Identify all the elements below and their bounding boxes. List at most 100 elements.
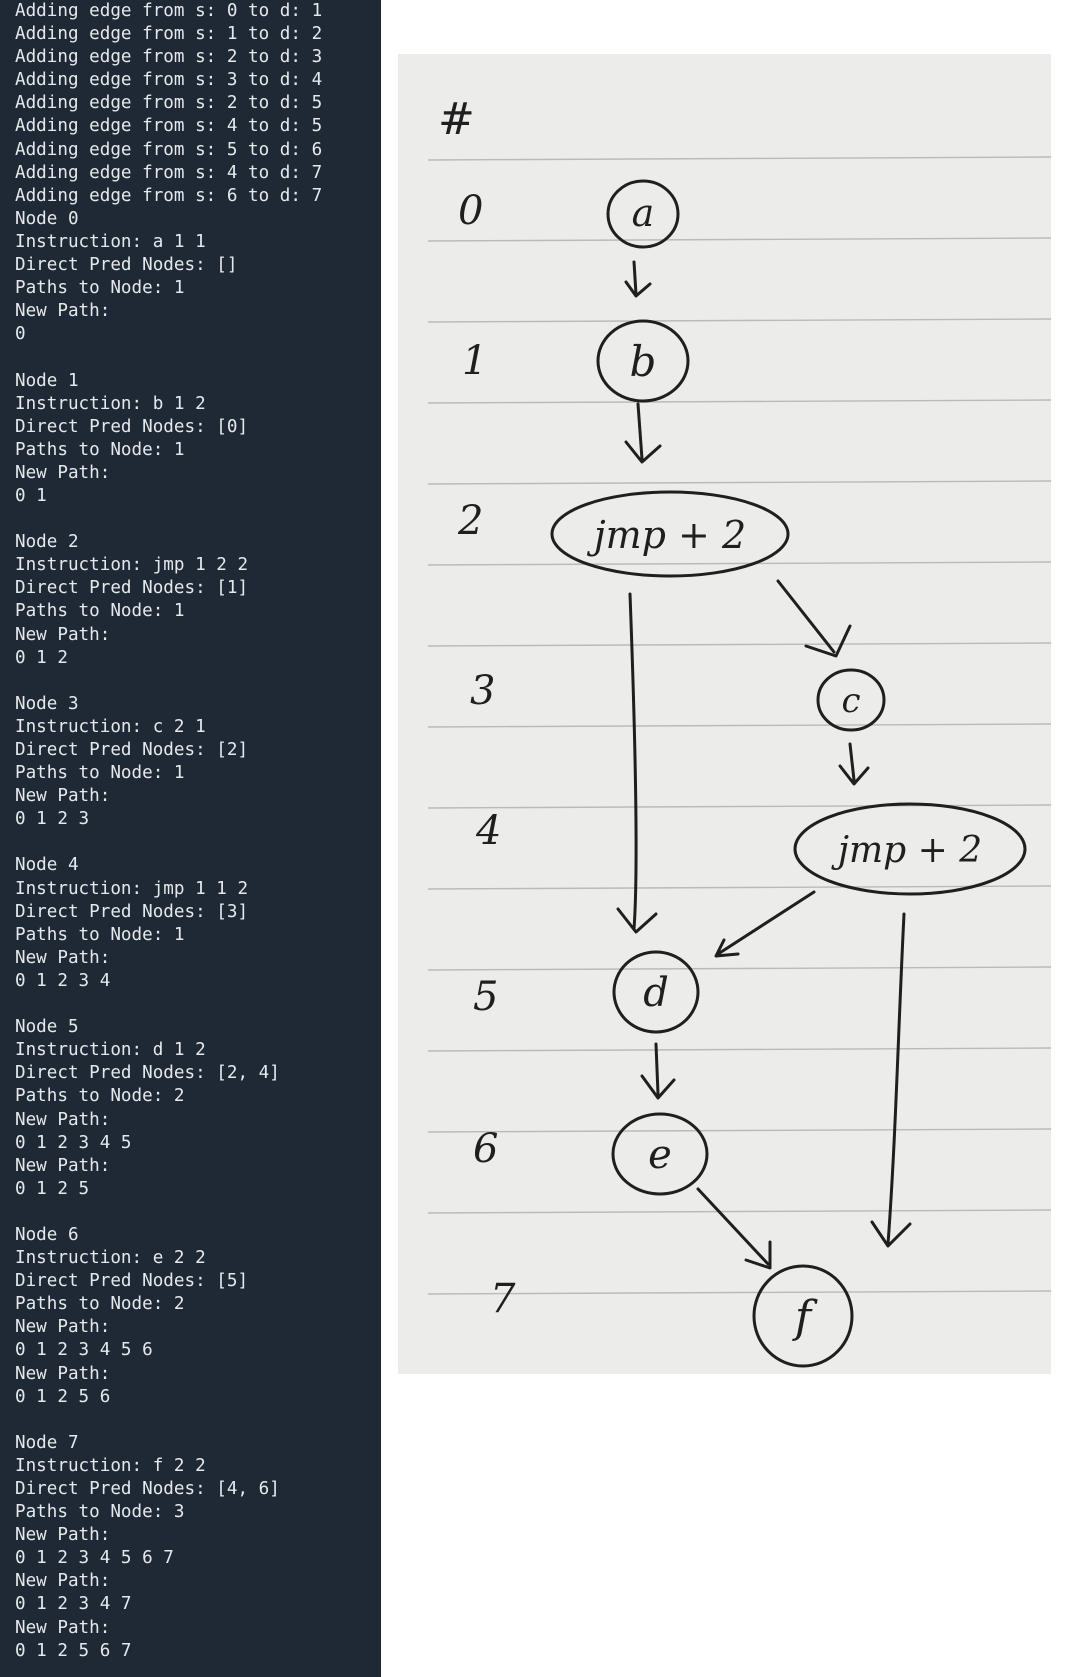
terminal-line [15, 831, 381, 854]
terminal-line: Instruction: e 2 2 [15, 1248, 206, 1269]
row-number: 6 [473, 1126, 498, 1172]
terminal-line: Paths to Node: 1 [15, 763, 185, 784]
node-label: d [643, 970, 669, 1016]
row-number: 2 [457, 498, 483, 544]
node-jmp-4: jmp + 2 [793, 802, 1027, 896]
terminal-line: New Path: [15, 1363, 111, 1384]
terminal-line [15, 1201, 381, 1224]
row-number: 1 [462, 338, 487, 384]
row-number: 0 [458, 188, 483, 234]
terminal-line: New Path: [15, 947, 111, 968]
handwritten-graph-photo: # 0 1 2 3 4 5 6 7 a b jmp + 2 [398, 54, 1051, 1374]
terminal-line: 0 1 2 3 4 [15, 970, 111, 991]
node-b: b [596, 319, 690, 403]
terminal-line: New Path: [15, 1525, 111, 1546]
terminal-line: 0 1 2 3 4 5 6 7 [15, 1548, 174, 1569]
node-c: c [816, 668, 886, 732]
terminal-line: Direct Pred Nodes: [4, 6] [15, 1479, 280, 1499]
terminal-line: Instruction: jmp 1 2 2 [15, 555, 249, 576]
edge-0-1 [624, 260, 652, 298]
terminal-line: Paths to Node: 1 [15, 278, 185, 299]
node-d: d [612, 950, 700, 1034]
terminal-line: 0 1 2 3 [15, 809, 90, 830]
sketch-header: # [438, 94, 475, 145]
terminal-line: New Path: [15, 624, 111, 645]
terminal-line: New Path: [15, 462, 111, 483]
node-a: a [606, 179, 680, 249]
terminal-line: Adding edge from s: 6 to d: 7 [15, 185, 323, 206]
terminal-line: New Path: [15, 1571, 111, 1592]
node-label: e [648, 1132, 672, 1178]
row-numbers: 0 1 2 3 4 5 6 7 [457, 188, 516, 1322]
node-label: b [630, 337, 657, 386]
terminal-line: Paths to Node: 3 [15, 1502, 185, 1523]
terminal-line: Adding edge from s: 3 to d: 4 [15, 70, 323, 91]
node-label: jmp + 2 [587, 513, 746, 557]
terminal-line: New Path: [15, 301, 111, 322]
terminal-line [15, 1409, 381, 1432]
edge-2-5 [616, 592, 658, 934]
terminal-line: Instruction: jmp 1 1 2 [15, 878, 249, 899]
terminal-line: Node 6 [15, 1224, 79, 1245]
row-number: 5 [473, 974, 498, 1020]
terminal-line: 0 1 [15, 485, 47, 506]
terminal-line [15, 346, 381, 369]
terminal-line [15, 508, 381, 531]
terminal-line: Paths to Node: 1 [15, 439, 185, 460]
terminal-line: Direct Pred Nodes: [0] [15, 416, 249, 437]
edge-4-7 [870, 912, 912, 1248]
terminal-line: Node 2 [15, 532, 79, 553]
terminal-line: Node 5 [15, 1017, 79, 1038]
terminal-line: Node 1 [15, 370, 79, 391]
edge-6-7 [696, 1187, 772, 1270]
terminal-output: Adding edge from s: 0 to d: 1 Adding edge… [0, 0, 381, 1677]
edge-5-6 [640, 1042, 676, 1100]
terminal-line: Direct Pred Nodes: [2] [15, 740, 249, 760]
terminal-line: New Path: [15, 1109, 111, 1130]
edge-3-4 [838, 742, 870, 786]
terminal-line: Instruction: d 1 2 [15, 1040, 206, 1061]
terminal-line: 0 1 2 5 [15, 1178, 90, 1199]
terminal-line: New Path: [15, 1617, 111, 1638]
terminal-line: Node 0 [15, 208, 79, 229]
terminal-line: Instruction: b 1 2 [15, 393, 206, 414]
terminal-line: Instruction: c 2 1 [15, 716, 206, 737]
terminal-line: Adding edge from s: 4 to d: 5 [15, 116, 323, 137]
terminal-line: Paths to Node: 2 [15, 1086, 185, 1107]
terminal-line: Adding edge from s: 0 to d: 1 [15, 1, 323, 21]
terminal-line: Adding edge from s: 4 to d: 7 [15, 162, 323, 183]
terminal-line: New Path: [15, 1317, 111, 1338]
terminal-line: Paths to Node: 1 [15, 924, 185, 945]
node-e: e [611, 1112, 709, 1196]
terminal-line: 0 1 2 3 4 5 6 [15, 1340, 153, 1361]
terminal-line: Direct Pred Nodes: [1] [15, 578, 249, 599]
edge-1-2 [624, 402, 662, 464]
terminal-line: Paths to Node: 1 [15, 601, 185, 622]
terminal-line [15, 670, 381, 693]
node-label: f [792, 1292, 818, 1343]
terminal-line: 0 1 2 3 4 7 [15, 1594, 132, 1615]
terminal-line: New Path: [15, 1155, 111, 1176]
terminal-line: 0 1 2 5 6 7 [15, 1640, 132, 1661]
node-label: c [841, 681, 860, 721]
terminal-line: Adding edge from s: 2 to d: 5 [15, 93, 323, 114]
edge-2-3 [776, 579, 852, 658]
terminal-line: Instruction: a 1 1 [15, 231, 206, 252]
terminal-line: Node 7 [15, 1432, 79, 1453]
terminal-line: Adding edge from s: 1 to d: 2 [15, 24, 323, 45]
terminal-line: 0 1 2 [15, 647, 68, 668]
row-number: 4 [475, 808, 501, 854]
terminal-line: Direct Pred Nodes: [3] [15, 901, 249, 922]
terminal-line: Direct Pred Nodes: [] [15, 255, 238, 276]
terminal-line [15, 993, 381, 1016]
terminal-line: 0 1 2 3 4 5 [15, 1132, 132, 1153]
row-number: 3 [470, 668, 495, 714]
terminal-line: 0 [15, 324, 26, 345]
terminal-line: 0 1 2 5 6 [15, 1386, 111, 1407]
node-f: f [752, 1264, 854, 1368]
terminal-line: Direct Pred Nodes: [5] [15, 1271, 249, 1292]
terminal-line: Node 3 [15, 693, 79, 714]
row-number: 7 [490, 1276, 516, 1322]
edge-4-5 [714, 890, 816, 958]
terminal-line: Node 4 [15, 855, 79, 876]
